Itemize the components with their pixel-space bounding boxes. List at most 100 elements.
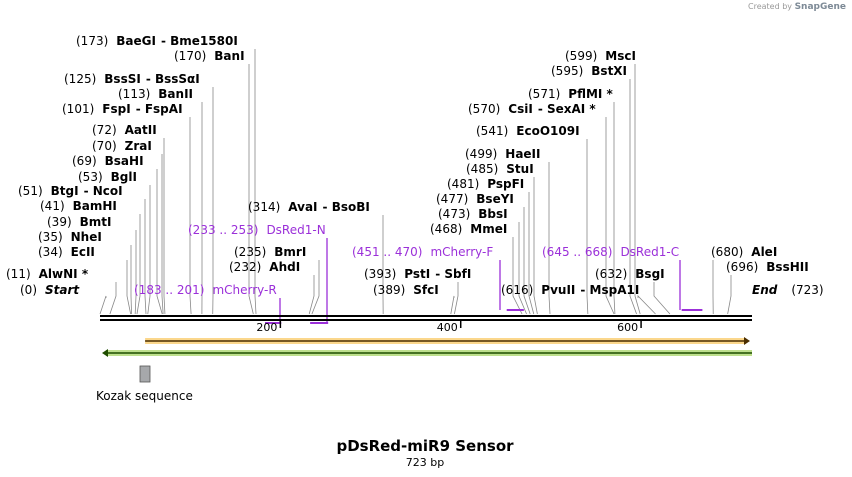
site-position: (571) bbox=[528, 87, 560, 101]
site-name: BsaHI bbox=[105, 154, 144, 168]
site-name: AatII bbox=[125, 123, 157, 137]
site-position: (70) bbox=[92, 139, 117, 153]
feature-arrow-head bbox=[744, 337, 750, 345]
site-label: (0)Start bbox=[20, 283, 80, 297]
site-leader bbox=[136, 214, 141, 315]
site-label: (235)BmrI bbox=[234, 245, 306, 259]
site-name: BanII bbox=[158, 87, 193, 101]
primer-name: mCherry-F bbox=[430, 245, 493, 259]
site-name: ZraI bbox=[125, 139, 152, 153]
site-label: (473) BbsI bbox=[438, 207, 508, 221]
site-position: (393) bbox=[364, 267, 396, 281]
site-position: (599) bbox=[565, 49, 597, 63]
site-label: (541) EcoO109I bbox=[476, 124, 580, 138]
site-leader bbox=[311, 260, 320, 315]
primer-range: (451 .. 470) bbox=[352, 245, 422, 259]
site-position: (389) bbox=[373, 283, 405, 297]
site-position: (69) bbox=[72, 154, 97, 168]
kozak-feature-label: Kozak sequence bbox=[96, 389, 193, 403]
site-leader bbox=[189, 117, 192, 315]
site-label: (232)AhdI bbox=[229, 260, 300, 274]
site-leader bbox=[144, 199, 147, 315]
site-label: (570)CsiI- SexAI * bbox=[468, 102, 596, 116]
site-leader bbox=[156, 169, 163, 315]
ruler-tick-label: 400 bbox=[437, 321, 458, 334]
site-name: BaeGI bbox=[116, 34, 156, 48]
primer-label: (183 .. 201) mCherry-R bbox=[134, 283, 277, 297]
site-label: (595)BstXI bbox=[551, 64, 627, 78]
site-name-secondary: - FspAI bbox=[136, 102, 183, 116]
site-position: (35) bbox=[38, 230, 63, 244]
primer-name: mCherry-R bbox=[212, 283, 276, 297]
site-position: (41) bbox=[40, 199, 65, 213]
site-name: BseYI bbox=[476, 192, 514, 206]
site-leader bbox=[727, 275, 732, 315]
site-position: (473) bbox=[438, 207, 470, 221]
primers-layer: (183 .. 201)mCherry-R(233 .. 253)DsRed1-… bbox=[134, 223, 703, 324]
site-position: (314) bbox=[248, 200, 280, 214]
site-label: (571) PflMI * bbox=[528, 87, 614, 101]
primer-range: (183 .. 201) bbox=[134, 283, 204, 297]
site-label: (69) BsaHI bbox=[72, 154, 144, 168]
features-layer: Kozak sequence bbox=[96, 337, 752, 403]
site-name: BanI bbox=[214, 49, 244, 63]
site-position: (72) bbox=[92, 123, 117, 137]
site-position: (53) bbox=[78, 170, 103, 184]
site-label: (314)AvaI- BsoBI bbox=[248, 200, 370, 214]
site-leader bbox=[254, 49, 257, 315]
site-position: (723) bbox=[791, 283, 823, 297]
primer-label: (451 .. 470) mCherry-F bbox=[352, 245, 493, 259]
site-name: BsgI bbox=[635, 267, 664, 281]
site-label: (481)PspFI bbox=[447, 177, 524, 191]
site-position: (173) bbox=[76, 34, 108, 48]
site-name: BbsI bbox=[478, 207, 507, 221]
site-position: (595) bbox=[551, 64, 583, 78]
site-leader bbox=[528, 192, 535, 315]
site-position: (499) bbox=[465, 147, 497, 161]
ruler-tick-label: 200 bbox=[256, 321, 277, 334]
site-name: PflMI * bbox=[568, 87, 613, 101]
site-name: End bbox=[752, 283, 778, 297]
site-leader bbox=[613, 102, 616, 315]
site-name: EcoO109I bbox=[516, 124, 579, 138]
site-leader bbox=[548, 162, 551, 315]
site-leader bbox=[637, 295, 656, 315]
site-name: PspFI bbox=[487, 177, 524, 191]
credit-text: Created by bbox=[748, 2, 793, 11]
snapgene-logo: SnapGene bbox=[794, 2, 846, 12]
site-position: (232) bbox=[229, 260, 261, 274]
site-position: (541) bbox=[476, 124, 508, 138]
site-label: (599)MscI bbox=[565, 49, 636, 63]
site-leader bbox=[163, 138, 166, 315]
primer-range: (645 .. 668) bbox=[542, 245, 612, 259]
site-label: (35)NheI bbox=[38, 230, 102, 244]
site-position: (51) bbox=[18, 184, 43, 198]
site-name: BglI bbox=[111, 170, 137, 184]
site-label: (485)StuI bbox=[466, 162, 534, 176]
site-name: AleI bbox=[751, 245, 777, 259]
site-label: (70) ZraI bbox=[92, 139, 152, 153]
site-label: (39) BmtI bbox=[47, 215, 112, 229]
site-label: (680)AleI bbox=[711, 245, 777, 259]
site-label: (170)BanI bbox=[174, 49, 245, 63]
site-name-secondary: - MspA1I bbox=[580, 283, 639, 297]
site-name: BamHI bbox=[73, 199, 117, 213]
site-position: (616) bbox=[501, 283, 533, 297]
site-leader bbox=[454, 282, 459, 315]
site-position: (39) bbox=[47, 215, 72, 229]
site-leader bbox=[450, 295, 455, 315]
site-position: (11) bbox=[6, 267, 31, 281]
site-leader bbox=[653, 282, 671, 315]
site-label: (51)BtgI- NcoI bbox=[18, 184, 123, 198]
site-label: (125)BssSI- BssSαI bbox=[64, 72, 200, 86]
site-name-secondary: - NcoI bbox=[84, 184, 123, 198]
site-name: BmtI bbox=[80, 215, 112, 229]
site-name: StuI bbox=[506, 162, 533, 176]
site-leader bbox=[605, 117, 615, 315]
site-position: (113) bbox=[118, 87, 150, 101]
snapgene-credit: Created by SnapGene bbox=[748, 2, 846, 12]
site-label: (41) BamHI bbox=[40, 199, 117, 213]
site-label: (101)FspI- FspAI bbox=[62, 102, 183, 116]
site-label: (72) AatII bbox=[92, 123, 157, 137]
site-leader bbox=[109, 282, 117, 315]
